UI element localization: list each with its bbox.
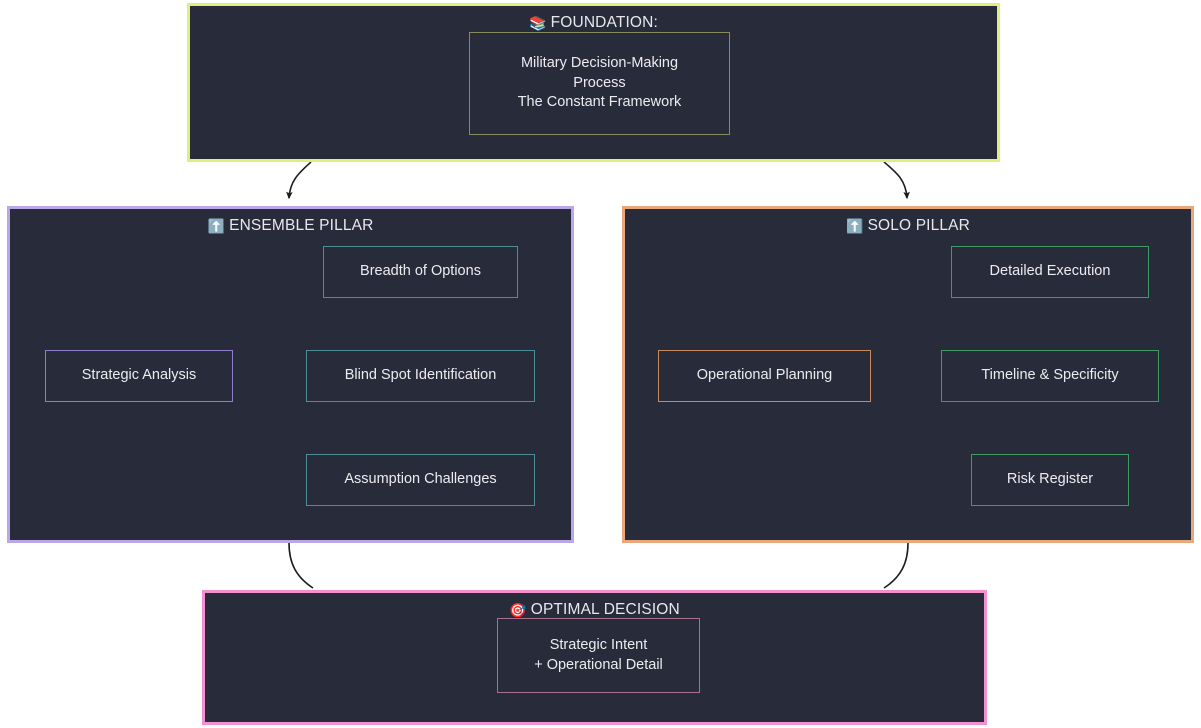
node-timeline-specificity[interactable]: Timeline & Specificity — [941, 350, 1159, 402]
edge-foundation-to-ensemble — [286, 161, 312, 200]
edge-solo-to-optimal — [883, 542, 909, 589]
node-detailed-execution[interactable]: Detailed Execution — [951, 246, 1149, 298]
cluster-optimal-title: 🎯OPTIMAL DECISION — [205, 602, 984, 618]
edge-foundation-to-solo — [883, 161, 910, 200]
cluster-ensemble-title: ⬆️ENSEMBLE PILLAR — [10, 218, 571, 234]
node-foundation-line-2: Process — [573, 74, 626, 91]
node-strategic-analysis[interactable]: Strategic Analysis — [45, 350, 233, 402]
node-operational-planning[interactable]: Operational Planning — [658, 350, 871, 402]
cluster-foundation-title: 📚FOUNDATION: — [190, 15, 997, 31]
node-foundation-line-3: The Constant Framework — [517, 94, 682, 111]
up-arrow-icon: ⬆️ — [207, 218, 226, 234]
node-breadth-of-options[interactable]: Breadth of Options — [323, 246, 518, 298]
cluster-ensemble-label: ENSEMBLE PILLAR — [229, 217, 374, 234]
cluster-optimal-label: OPTIMAL DECISION — [530, 601, 680, 618]
node-risk-register[interactable]: Risk Register — [971, 454, 1129, 506]
node-optimal-decision-detail[interactable]: Strategic Intent + Operational Detail — [497, 618, 700, 693]
target-icon: 🎯 — [509, 602, 527, 618]
edge-ensemble-to-optimal — [288, 542, 314, 589]
node-blind-spot-identification[interactable]: Blind Spot Identification — [306, 350, 535, 402]
node-assumption-challenges[interactable]: Assumption Challenges — [306, 454, 535, 506]
books-icon: 📚 — [529, 15, 547, 31]
up-arrow-icon: ⬆️ — [845, 218, 864, 234]
cluster-solo-title: ⬆️SOLO PILLAR — [625, 218, 1191, 234]
cluster-foundation-label: FOUNDATION: — [550, 14, 658, 31]
node-optimal-line-1: Strategic Intent — [549, 636, 648, 653]
node-foundation-framework[interactable]: Military Decision-Making Process The Con… — [469, 32, 730, 135]
node-optimal-line-2: + Operational Detail — [534, 656, 663, 673]
cluster-solo-label: SOLO PILLAR — [867, 217, 971, 234]
node-foundation-line-1: Military Decision-Making — [520, 55, 679, 72]
